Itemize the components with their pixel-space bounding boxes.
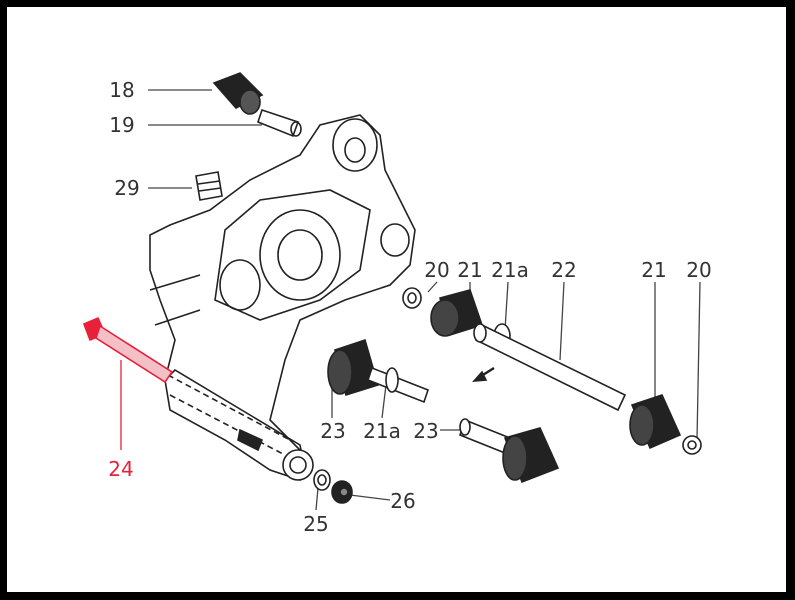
part-25-washer [313, 469, 331, 491]
label-part-22: 22 [551, 258, 577, 282]
label-part-20: 20 [424, 258, 450, 282]
label-part-26: 26 [390, 489, 416, 513]
part-22-shaft [473, 323, 627, 412]
leader-lines [120, 89, 701, 511]
parts-drawing [82, 72, 702, 511]
label-part-20-right: 20 [686, 258, 712, 282]
diagram-canvas: 18 19 29 20 21 21a 22 21 20 23 21a 23 24… [7, 7, 786, 592]
part-23-right-roller [459, 418, 560, 484]
label-part-23: 23 [320, 419, 346, 443]
part-26-nut [331, 480, 353, 504]
label-part-21-right: 21 [641, 258, 667, 282]
label-part-23-right: 23 [413, 419, 439, 443]
direction-arrow-icon [472, 366, 495, 382]
part-20-right-washer [682, 435, 702, 455]
label-part-18: 18 [109, 78, 135, 102]
part-20-washer [402, 287, 422, 309]
part-21-roller [430, 289, 484, 337]
label-part-19: 19 [109, 113, 135, 137]
part-23-roller [327, 338, 429, 404]
label-part-21a-lower: 21a [363, 419, 401, 443]
crankcase-housing [149, 114, 416, 481]
part-21-right-roller [629, 394, 682, 450]
label-part-21a: 21a [491, 258, 529, 282]
part-18-roller [212, 72, 264, 115]
label-part-24: 24 [108, 457, 134, 481]
part-24-bolt [82, 316, 174, 384]
part-29-plug [195, 171, 223, 201]
part-19-pin [257, 108, 302, 138]
label-part-21: 21 [457, 258, 483, 282]
label-part-29: 29 [114, 176, 140, 200]
label-part-25: 25 [303, 512, 329, 536]
